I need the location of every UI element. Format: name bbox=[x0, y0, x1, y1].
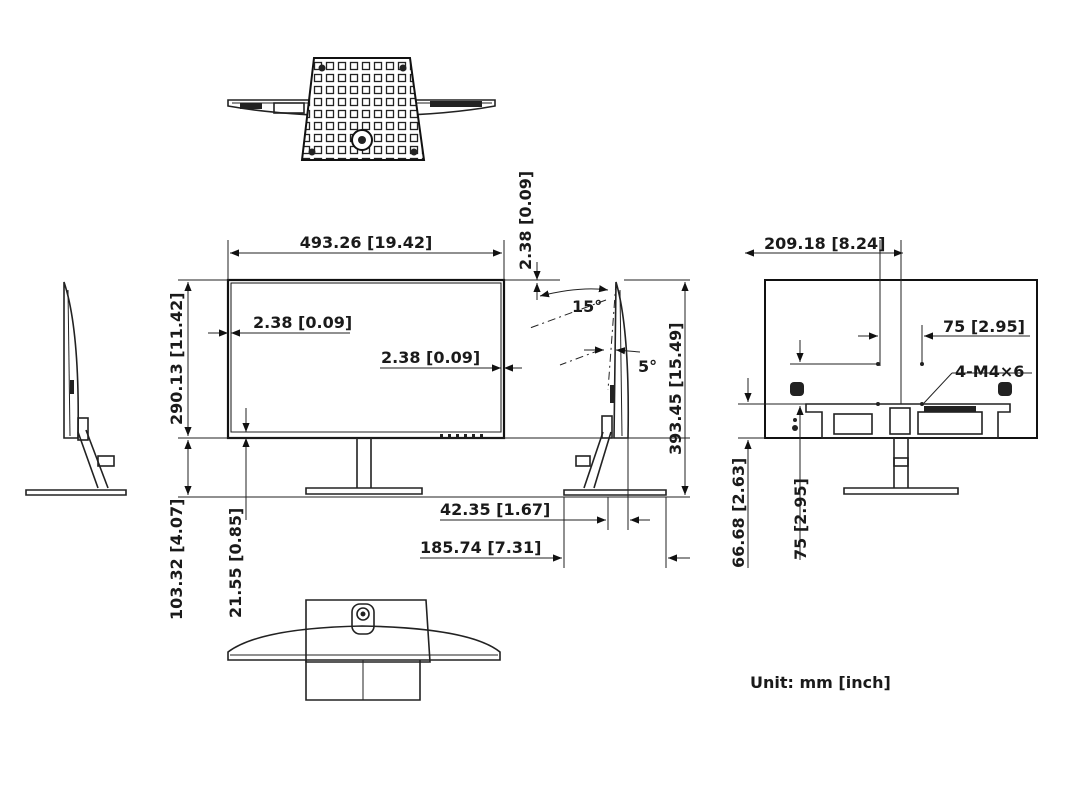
dim-screen-height: 290.13 [11.42] bbox=[167, 282, 192, 436]
label-tilt-forward: 5° bbox=[638, 357, 657, 376]
unit-note: Unit: mm [inch] bbox=[750, 673, 891, 692]
dim-bezel-right: 2.38 [0.09] bbox=[380, 348, 522, 372]
label-depth-panel: 42.35 [1.67] bbox=[440, 500, 550, 519]
dim-depth-base: 185.74 [7.31] bbox=[420, 497, 690, 568]
dim-bezel-side: 2.38 [0.09] bbox=[208, 313, 352, 337]
label-vesa-spacing-x: 75 [2.95] bbox=[943, 317, 1025, 336]
front-buttons bbox=[440, 434, 483, 437]
label-screw-callout: 4-M4×6 bbox=[955, 362, 1024, 381]
dim-vesa-offset-x: 209.18 [8.24] bbox=[745, 234, 903, 366]
screw-callout: 4-M4×6 bbox=[923, 362, 1032, 404]
right-side-view bbox=[529, 281, 667, 496]
dim-bottom-bezel: 21.55 [0.85] bbox=[226, 408, 250, 618]
rear-view bbox=[764, 279, 1038, 495]
dim-vesa-bottom-offset: 66.68 [2.63] bbox=[729, 378, 790, 568]
dim-vesa-spacing-x: 75 [2.95] bbox=[858, 317, 1030, 366]
bottom-view bbox=[227, 599, 501, 701]
dim-front-width: 493.26 [19.42] bbox=[230, 233, 502, 257]
front-view bbox=[226, 278, 506, 495]
label-total-height: 393.45 [15.49] bbox=[666, 322, 685, 455]
label-tilt-back: 15° bbox=[572, 297, 602, 316]
label-vesa-bottom-offset: 66.68 [2.63] bbox=[729, 458, 748, 568]
dim-stand-height: 103.32 [4.07] bbox=[167, 440, 192, 620]
dim-total-height: 393.45 [15.49] bbox=[624, 279, 690, 495]
label-bottom-bezel: 21.55 [0.85] bbox=[226, 508, 245, 618]
left-side-view bbox=[25, 281, 127, 496]
tilt-indicators: 15° 5° bbox=[539, 285, 657, 376]
label-depth-base: 185.74 [7.31] bbox=[420, 538, 541, 557]
label-screen-height: 290.13 [11.42] bbox=[167, 292, 186, 425]
dim-vesa-spacing-y: 75 [2.95] bbox=[790, 340, 878, 560]
label-bezel-side: 2.38 [0.09] bbox=[253, 313, 352, 332]
top-view bbox=[227, 57, 496, 161]
dim-depth-panel: 42.35 [1.67] bbox=[440, 438, 650, 530]
label-vesa-offset-x: 209.18 [8.24] bbox=[764, 234, 885, 253]
label-front-width: 493.26 [19.42] bbox=[300, 233, 433, 252]
dim-bezel-top: 2.38 [0.09] bbox=[516, 171, 541, 300]
label-bezel-top: 2.38 [0.09] bbox=[516, 171, 535, 270]
label-bezel-right: 2.38 [0.09] bbox=[381, 348, 480, 367]
label-stand-height: 103.32 [4.07] bbox=[167, 499, 186, 620]
label-vesa-spacing-y: 75 [2.95] bbox=[791, 478, 810, 560]
